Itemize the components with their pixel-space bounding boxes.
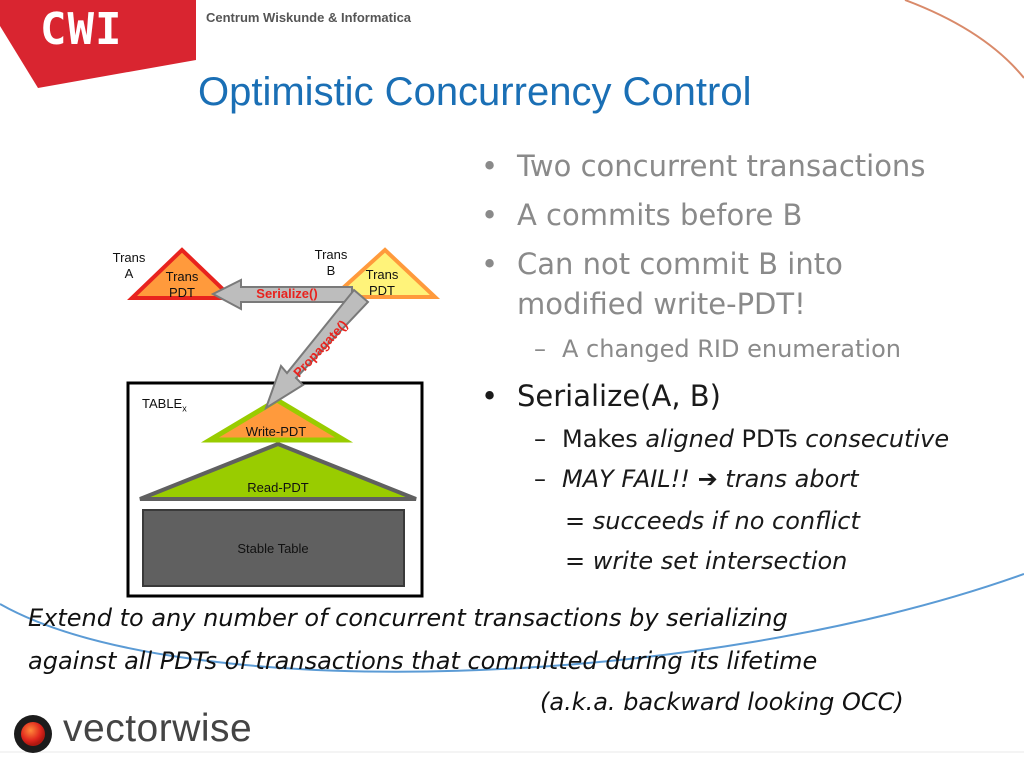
slide-title: Optimistic Concurrency Control [198, 70, 752, 114]
read-pdt-triangle [139, 441, 417, 501]
write-pdt-label: Write-PDT [245, 424, 307, 439]
footer-line-2: against all PDTs of transactions that co… [28, 647, 818, 675]
table-label: TABLEx [142, 396, 187, 414]
stable-table-block [142, 509, 405, 587]
vectorwise-wordmark: vectorwise [63, 707, 253, 750]
subbullet-may-fail: –MAY FAIL!! ➔ trans abort [534, 465, 859, 493]
subbullet-write-set: = write set intersection [565, 547, 848, 575]
vectorwise-logo-icon [14, 715, 52, 753]
bullet-serialize: •Serialize(A, B) [481, 379, 721, 413]
footer-line-1: Extend to any number of concurrent trans… [28, 604, 788, 632]
subbullet-aligned-pdts: –Makes aligned PDTs consecutive [534, 425, 950, 453]
org-name: Centrum Wiskunde & Informatica [206, 10, 412, 25]
serialize-label: Serialize() [256, 286, 318, 301]
subbullet-succeeds: = succeeds if no conflict [565, 507, 860, 535]
subbullet-rid-enumeration: –A changed RID enumeration [534, 335, 901, 363]
cwi-logo-block [0, 0, 196, 88]
bullet-cannot-commit-line2: modified write-PDT! [517, 287, 806, 321]
propagate-arrow [264, 288, 370, 411]
bullet-two-concurrent: •Two concurrent transactions [481, 149, 926, 183]
write-pdt-triangle [200, 397, 354, 443]
stable-table-label: Stable Table [237, 541, 309, 556]
bullet-a-commits: •A commits before B [481, 198, 803, 232]
bottom-arc [0, 573, 1024, 673]
arrow-right-icon: ➔ [697, 465, 718, 493]
propagate-label: Propagate() [290, 317, 350, 380]
trans-a-pdt-triangle [127, 247, 237, 300]
cwi-logo-text: CWI [40, 4, 123, 55]
top-right-arc [904, 0, 1024, 79]
bullet-cannot-commit: •Can not commit B into [481, 247, 843, 281]
footer-line-3: (a.k.a. backward looking OCC) [540, 688, 904, 716]
read-pdt-label: Read-PDT [247, 480, 309, 495]
trans-b-pdt-triangle [327, 247, 441, 299]
